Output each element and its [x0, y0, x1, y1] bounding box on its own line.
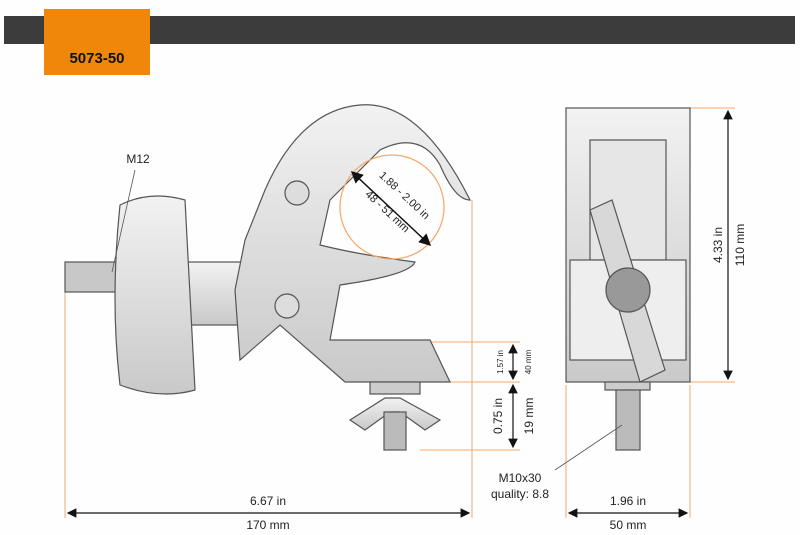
model-tab	[44, 9, 150, 75]
jaw-height-mm: 40 mm	[524, 349, 533, 374]
bolt-spec: M10x30	[499, 471, 542, 485]
clamp-side-view	[64, 104, 471, 451]
bolt-thread-label: M12	[126, 152, 150, 166]
wing-nut	[348, 397, 442, 431]
height-in: 4.33 in	[711, 227, 725, 263]
extension-lines	[64, 107, 735, 518]
depth-in: 1.96 in	[610, 494, 646, 508]
knob	[114, 195, 196, 395]
clamp-body	[234, 104, 471, 383]
bolt-quality: quality: 8.8	[491, 487, 549, 501]
model-number: 5073-50	[69, 50, 125, 67]
height-mm: 110 mm	[733, 224, 747, 266]
width-mm: 170 mm	[246, 518, 289, 532]
tube-outline	[339, 154, 445, 260]
depth-mm: 50 mm	[610, 518, 647, 532]
jaw-height-in: 1.57 in	[496, 350, 505, 374]
clamp-front-view	[565, 107, 691, 451]
width-in: 6.67 in	[250, 494, 286, 508]
bolt-length-in: 0.75 in	[491, 398, 505, 434]
dimension-arrows	[66, 109, 733, 518]
bolt-length-mm: 19 mm	[522, 398, 536, 435]
